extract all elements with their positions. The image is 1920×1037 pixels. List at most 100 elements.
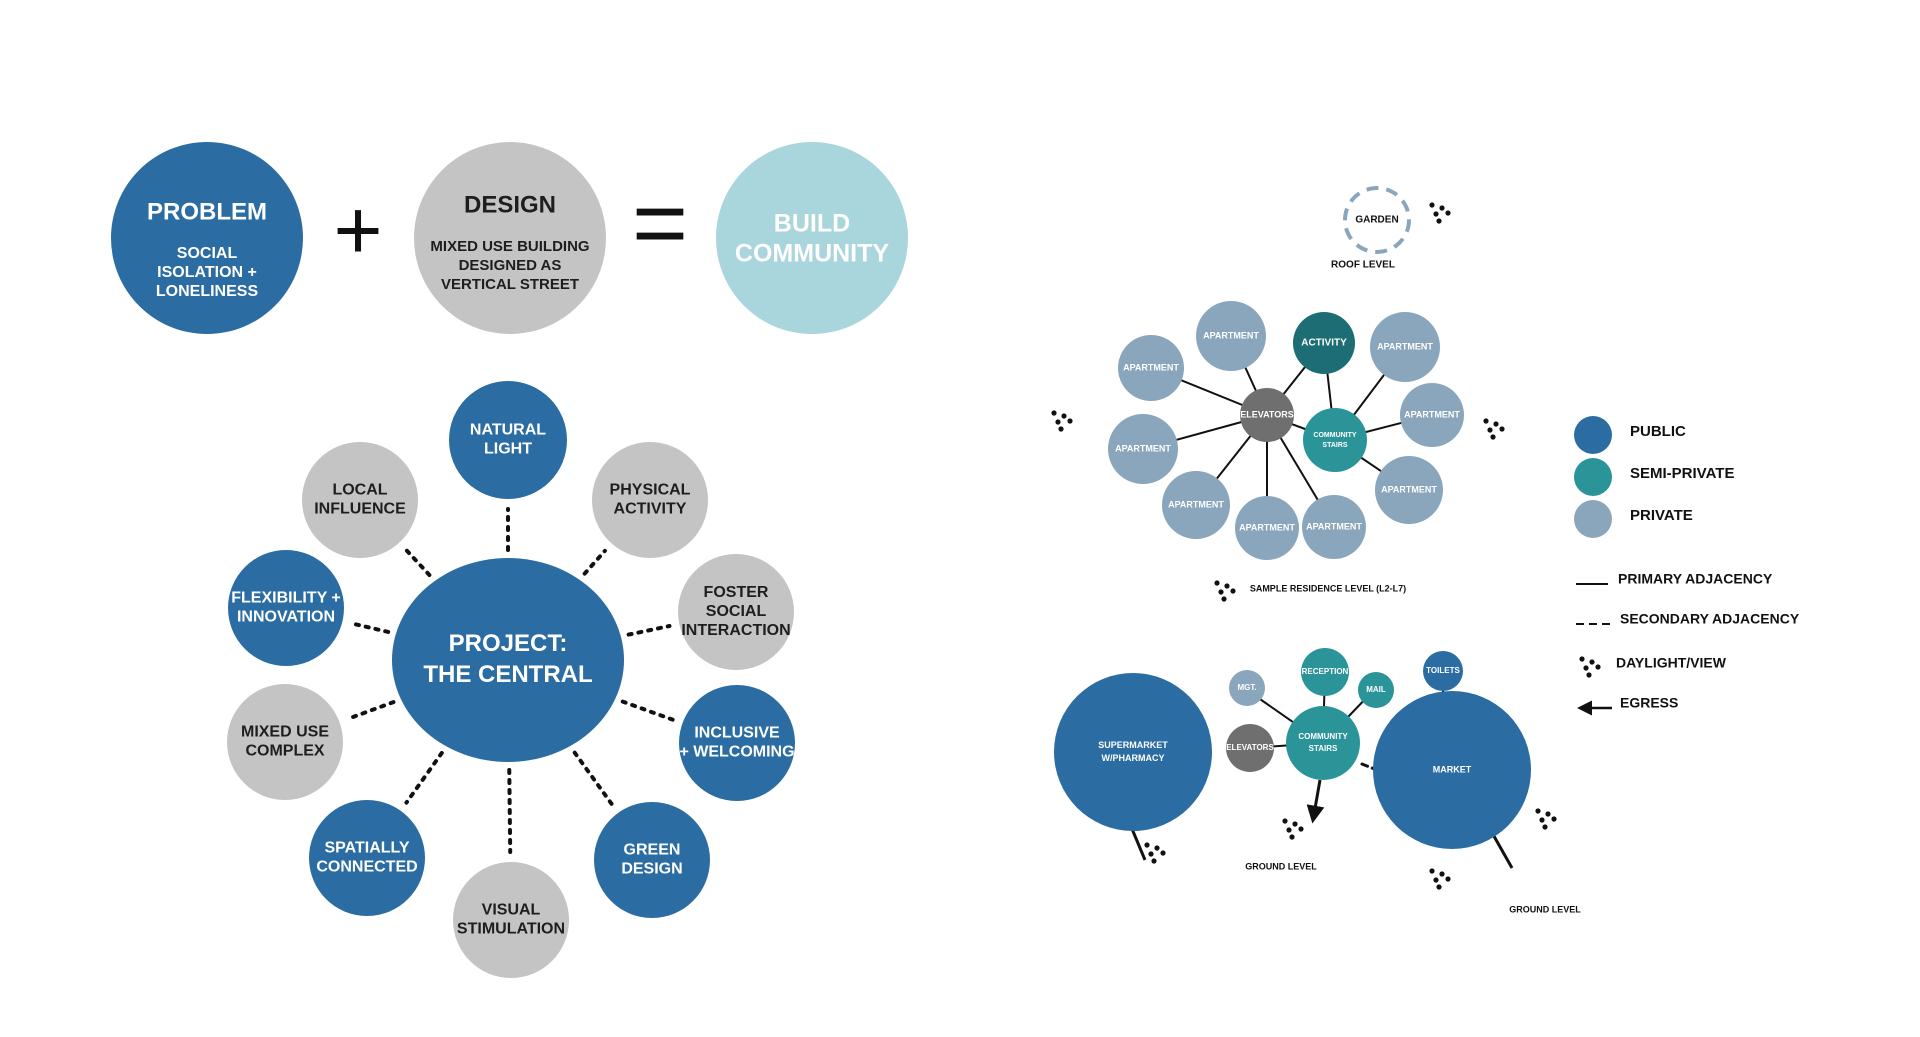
- residence-stairs-label-line-1: COMMUNITY: [1313, 432, 1356, 439]
- legend-daylight-dot-4: [1595, 664, 1601, 670]
- ground-daylight-stairs-dot-3: [1286, 827, 1292, 833]
- bubble-visual-stimulation: [453, 862, 569, 978]
- legend-primary-label: PRIMARY ADJACENCY: [1618, 571, 1773, 587]
- bubble-spatially-connected-label-line-2: CONNECTED: [316, 859, 417, 876]
- apartment-circle-3: [1108, 414, 1178, 484]
- bubble-mixed-use-complex: [227, 684, 343, 800]
- ground-stairs-label-line-1: COMMUNITY: [1298, 732, 1348, 741]
- ground-daylight-market-dot-5: [1542, 824, 1548, 830]
- mail-label: MAIL: [1366, 685, 1386, 694]
- ground-daylight-market-dot-2: [1545, 811, 1551, 817]
- bubble-physical-activity-label-line-1: PHYSICAL: [610, 482, 691, 499]
- apartment-label-4: APARTMENT: [1168, 499, 1224, 509]
- residence-stairs-circle: [1303, 408, 1367, 472]
- reception-circle: [1301, 648, 1349, 696]
- apartment-label-9: APARTMENT: [1381, 484, 1437, 494]
- dotted-connector-flexibility-innovation: [350, 621, 391, 634]
- bubble-foster-social-interaction-label-line-1: FOSTER: [704, 584, 769, 601]
- plus-sign: +: [333, 183, 382, 277]
- legend-public-label: PUBLIC: [1630, 423, 1686, 440]
- bubble-physical-activity-label-line-2: ACTIVITY: [614, 501, 687, 518]
- design-title: DESIGN: [464, 191, 556, 218]
- residence-elevators-label: ELEVATORS: [1240, 409, 1294, 419]
- roof-level-caption: ROOF LEVEL: [1331, 260, 1395, 271]
- bubble-inclusive-welcoming-label-line-2: + WELCOMING: [679, 744, 794, 761]
- bubble-green-design-label-line-2: DESIGN: [621, 861, 682, 878]
- bubble-flexibility-innovation-label-line-2: INNOVATION: [237, 609, 335, 626]
- residence-daylight-bottom-dot-4: [1230, 588, 1236, 594]
- apartment-label-5: APARTMENT: [1239, 522, 1295, 532]
- ground-daylight-bottom-dot-3: [1433, 877, 1439, 883]
- legend-daylight-label: DAYLIGHT/VIEW: [1616, 655, 1727, 671]
- legend-egress-label: EGRESS: [1620, 695, 1678, 711]
- ground-elevators-label: ELEVATORS: [1226, 743, 1274, 752]
- roof-daylight-dot-4: [1445, 210, 1451, 216]
- egress-arrow-stairs: [1306, 779, 1325, 824]
- apartment-circle-6: [1302, 495, 1366, 559]
- legend-semi-private-label: SEMI-PRIVATE: [1630, 465, 1734, 482]
- residence-stairs-label-line-2: STAIRS: [1322, 442, 1347, 449]
- activity-label: ACTIVITY: [1301, 338, 1347, 349]
- ground-daylight-supermarket-dot-2: [1154, 845, 1160, 851]
- bubble-local-influence: [302, 442, 418, 558]
- bubble-spatially-connected: [309, 800, 425, 916]
- dotted-connector-visual-stimulation: [507, 767, 513, 855]
- residence-daylight-bottom-dot-3: [1218, 589, 1224, 595]
- roof-daylight-dot-2: [1439, 205, 1445, 211]
- design-circle: [414, 142, 606, 334]
- bubble-inclusive-welcoming: [679, 685, 795, 801]
- residence-daylight-right-dot-2: [1493, 421, 1499, 427]
- bubble-foster-social-interaction-label-line-3: INTERACTION: [681, 622, 790, 639]
- residence-daylight-right-dot-3: [1487, 427, 1493, 433]
- legend-private-swatch: [1574, 500, 1612, 538]
- bubble-mixed-use-complex-label-line-2: COMPLEX: [245, 743, 324, 760]
- ground-daylight-supermarket-dot-5: [1151, 858, 1157, 864]
- bubble-flexibility-innovation: [228, 550, 344, 666]
- dotted-connector-physical-activity: [582, 548, 607, 576]
- apartment-circle-4: [1162, 471, 1230, 539]
- design-text-line-2: DESIGNED AS: [459, 257, 562, 274]
- legend-daylight-dot-5: [1586, 672, 1592, 678]
- legend-public-swatch: [1574, 416, 1612, 454]
- bubble-natural-light-label-line-2: LIGHT: [484, 441, 532, 458]
- equals-sign: =: [632, 169, 688, 276]
- legend-secondary-label: SECONDARY ADJACENCY: [1620, 611, 1800, 627]
- mgt-label: MGT.: [1237, 683, 1256, 692]
- ground-daylight-market-dot-1: [1535, 808, 1541, 814]
- bubble-green-design-label-line-1: GREEN: [624, 842, 681, 859]
- dotted-connector-inclusive-welcoming: [620, 699, 676, 722]
- ground-daylight-bottom-dot-2: [1439, 871, 1445, 877]
- reception-label: RECEPTION: [1302, 667, 1349, 676]
- residence-caption: SAMPLE RESIDENCE LEVEL (L2-L7): [1250, 583, 1406, 593]
- mgt-circle: [1229, 670, 1265, 706]
- roof-daylight-dot-5: [1436, 218, 1442, 224]
- bubble-natural-light-label-line-1: NATURAL: [470, 422, 546, 439]
- toilets-circle: [1423, 651, 1463, 691]
- ground-stairs-label-line-2: STAIRS: [1309, 744, 1338, 753]
- legend-semi-private-swatch: [1574, 458, 1612, 496]
- design-text-line-3: VERTICAL STREET: [441, 276, 579, 293]
- legend-daylight-dot-1: [1579, 656, 1585, 662]
- apartment-label-1: APARTMENT: [1123, 362, 1179, 372]
- legend-daylight-dot-3: [1583, 665, 1589, 671]
- dotted-connector-foster-social-interaction: [626, 624, 672, 637]
- toilets-label: TOILETS: [1426, 666, 1460, 675]
- apartment-circle-1: [1118, 335, 1184, 401]
- activity-circle: [1293, 312, 1355, 374]
- project-center-label-line-1: PROJECT:: [449, 630, 568, 657]
- ground-daylight-bottom-dot-4: [1445, 876, 1451, 882]
- bubble-inclusive-welcoming-label-line-1: INCLUSIVE: [694, 725, 780, 742]
- project-center-circle: [392, 558, 624, 762]
- residence-daylight-right-dot-1: [1483, 418, 1489, 424]
- bubble-foster-social-interaction-label-line-2: SOCIAL: [706, 603, 767, 620]
- bubble-green-design: [594, 802, 710, 918]
- problem-text-line-3: LONELINESS: [156, 283, 259, 300]
- bubble-foster-social-interaction: [678, 554, 794, 670]
- ground-stairs-circle: [1286, 706, 1360, 780]
- ground-daylight-stairs-dot-5: [1289, 834, 1295, 840]
- bubble-mixed-use-complex-label-line-1: MIXED USE: [241, 724, 329, 741]
- bubble-local-influence-label-line-1: LOCAL: [332, 482, 387, 499]
- bubble-visual-stimulation-label-line-1: VISUAL: [482, 902, 541, 919]
- ground-daylight-stairs-dot-4: [1298, 826, 1304, 832]
- build-community-circle: [716, 142, 908, 334]
